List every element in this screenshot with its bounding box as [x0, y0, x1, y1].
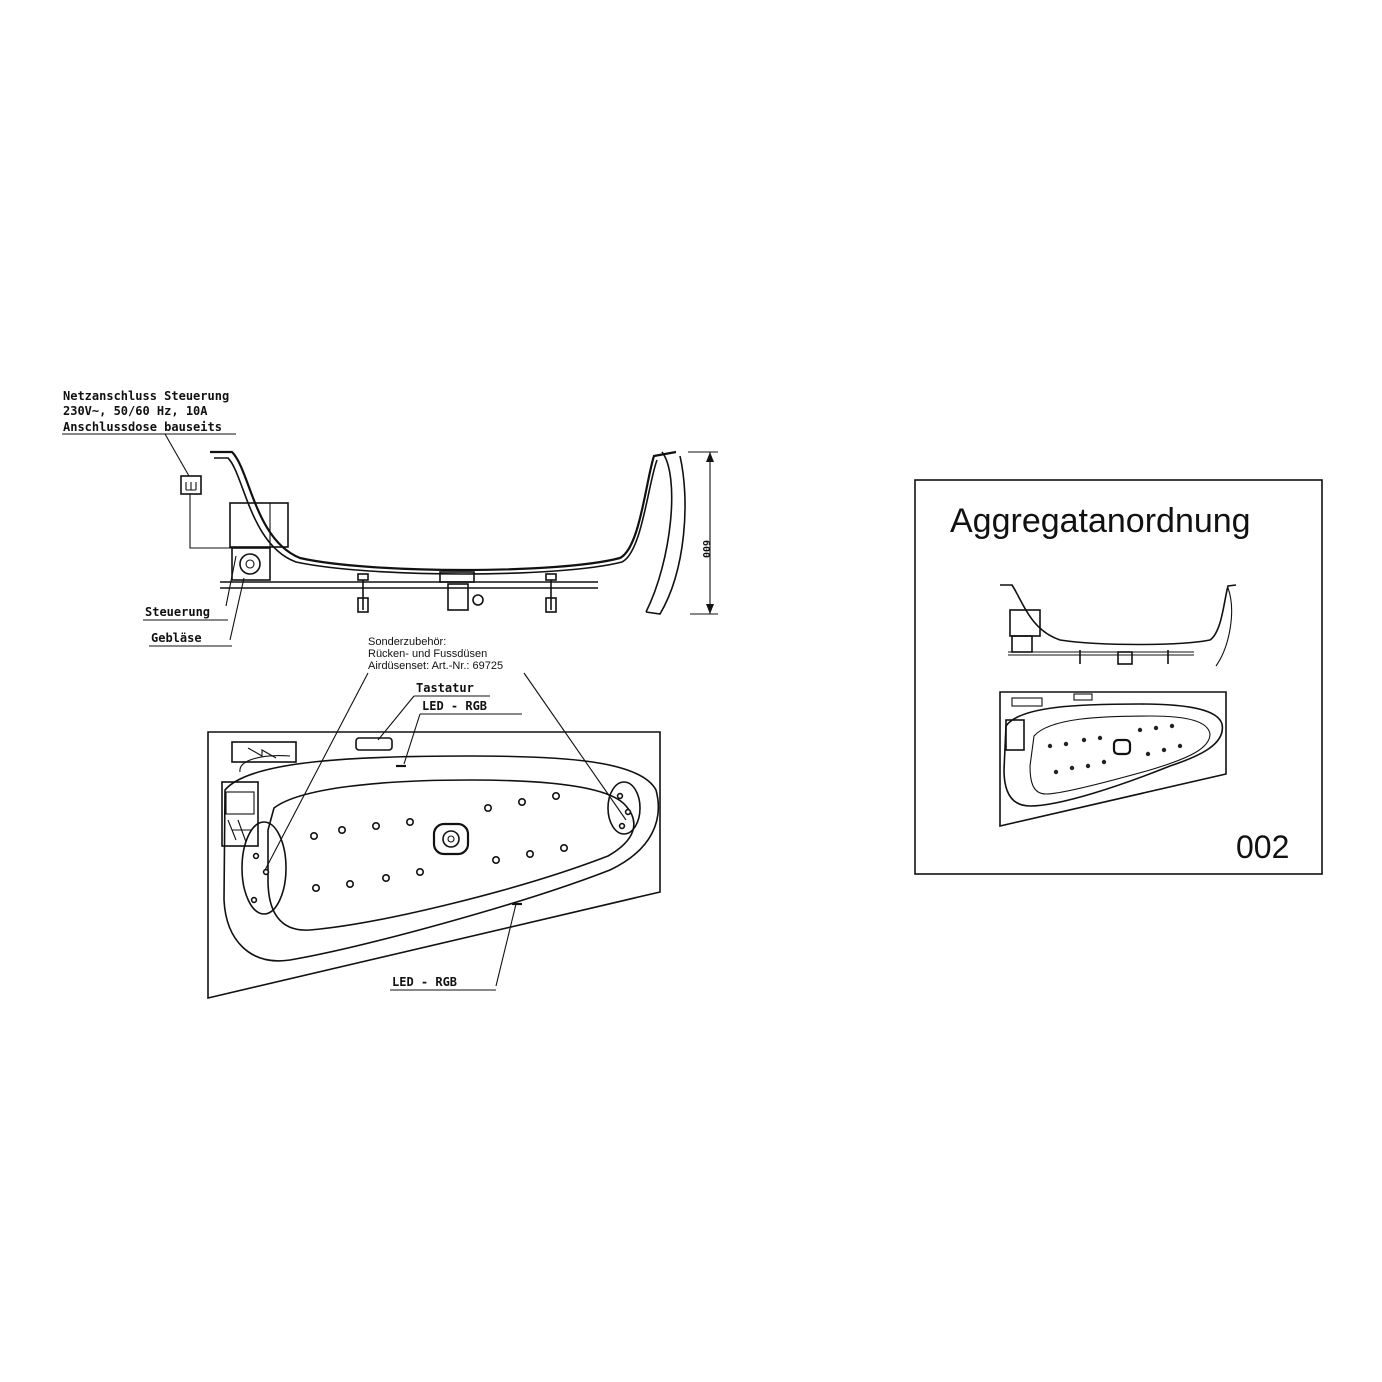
drain-top: [432, 822, 470, 856]
accessory-leader-left: [263, 672, 369, 873]
air-jet: [551, 791, 560, 800]
led-top-leader: [403, 713, 421, 765]
control-leader: [225, 555, 237, 607]
air-jet: [381, 873, 390, 882]
keypad: [355, 737, 393, 751]
foot-jet: [618, 822, 626, 830]
unit-panel-number: 002: [1236, 829, 1289, 865]
power-label-1: Netzanschluss Steuerung: [63, 389, 229, 403]
led-bottom-label: LED - RGB: [392, 975, 457, 989]
air-jet: [491, 855, 500, 864]
air-jet: [345, 879, 354, 888]
electrical-panel: [231, 741, 297, 763]
blower-leader: [229, 577, 245, 641]
pump-unit: [221, 755, 291, 847]
unit-panel: Aggregatanordnung 002: [914, 479, 1323, 875]
foot-jet-zone: [607, 781, 641, 835]
air-jet: [525, 849, 534, 858]
control-box: [229, 502, 289, 548]
unit-panel-frame: [914, 479, 1323, 875]
height-dimension: 600: [700, 540, 711, 558]
air-jet: [559, 843, 568, 852]
tub-basin-outer: [223, 755, 660, 962]
power-leader: [164, 433, 190, 477]
air-jet: [309, 831, 318, 840]
tub-rim-outline: [207, 731, 661, 1000]
power-cable: [189, 494, 236, 549]
air-jet: [517, 797, 526, 806]
blower-unit: [231, 547, 271, 581]
top-view: Sonderzubehör: Rücken- und Fussdüsen Air…: [207, 636, 661, 1000]
blower-hub: [245, 559, 255, 569]
blower-motor-icon: [239, 553, 261, 575]
power-label-2: 230V~, 50/60 Hz, 10A: [63, 404, 208, 418]
tub-basin-inner: [267, 779, 635, 931]
unit-panel-title: Aggregatanordnung: [950, 502, 1251, 540]
air-jets: [309, 791, 568, 892]
accessory-line-3: Airdüsenset: Art.-Nr.: 69725: [368, 660, 503, 672]
foot-jet: [616, 792, 624, 800]
led-top-label: LED - RGB: [422, 699, 487, 713]
accessory-leader-right: [523, 672, 627, 821]
blower-label: Gebläse: [151, 631, 202, 645]
air-jet: [415, 867, 424, 876]
mini-side-view: [1000, 584, 1237, 667]
mini-top-view: [999, 691, 1227, 828]
foot-left: [357, 573, 369, 613]
back-jet: [262, 868, 270, 876]
air-jet: [483, 803, 492, 812]
keypad-label: Tastatur: [416, 681, 474, 695]
power-label-3: Anschlussdose bauseits: [63, 420, 222, 434]
drain-assembly: [439, 571, 484, 611]
accessory-line-2: Rücken- und Fussdüsen: [368, 648, 487, 660]
air-jet: [337, 825, 346, 834]
socket-box: [180, 475, 202, 495]
foot-jet: [624, 808, 632, 816]
socket-plug-icon: [185, 482, 197, 491]
back-jet: [252, 852, 260, 860]
air-jet: [371, 821, 380, 830]
foot-right: [545, 573, 557, 613]
accessory-line-1: Sonderzubehör:: [368, 636, 446, 648]
tub-shell-inner: [214, 457, 658, 575]
back-jet-zone: [241, 821, 287, 915]
side-view: Netzanschluss Steuerung 230V~, 50/60 Hz,…: [62, 389, 718, 647]
back-jet: [250, 896, 258, 904]
air-jet: [311, 883, 320, 892]
keypad-leader: [377, 695, 415, 741]
tub-skirt: [645, 451, 686, 615]
led-bottom-leader: [495, 903, 517, 987]
control-label: Steuerung: [145, 605, 210, 619]
lightning-icon: [247, 747, 277, 759]
air-jet: [405, 817, 414, 826]
